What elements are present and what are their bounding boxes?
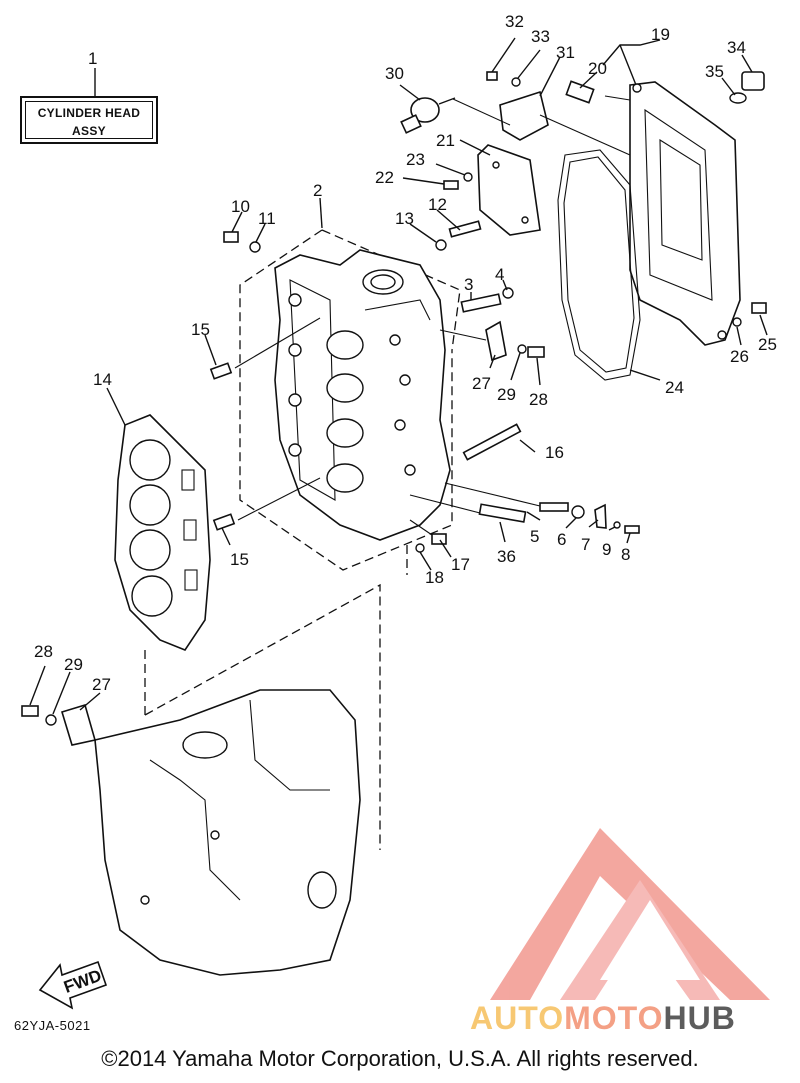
watermark-hub: HUB: [663, 1000, 736, 1036]
callout-11: 11: [258, 209, 276, 228]
watermark-logo: [490, 828, 770, 1000]
callout-24: 24: [665, 378, 684, 397]
bracket: [499, 90, 549, 141]
callout-13: 13: [395, 209, 414, 228]
title-line-2: ASSY: [72, 124, 106, 138]
callout-32: 32: [505, 12, 524, 31]
callout-18: 18: [425, 568, 444, 587]
fwd-arrow-icon: FWD: [38, 960, 108, 1010]
callout-16: 16: [545, 443, 564, 462]
callout-27-upper: 27: [472, 374, 491, 393]
callout-9: 9: [602, 540, 611, 559]
callout-5: 5: [530, 527, 539, 546]
title-box: CYLINDER HEAD ASSY: [20, 96, 158, 144]
callout-36: 36: [497, 547, 516, 566]
callout-6: 6: [557, 530, 566, 549]
leader-lines: [29, 37, 768, 715]
callout-28-upper: 28: [529, 390, 548, 409]
callout-22: 22: [375, 168, 394, 187]
callout-28-lower: 28: [34, 642, 53, 661]
callout-23: 23: [406, 150, 425, 169]
callout-31: 31: [556, 43, 575, 62]
callout-26: 26: [730, 347, 749, 366]
callout-7: 7: [581, 535, 590, 554]
assembly-dashed-lines: [144, 229, 461, 850]
cover-gasket: [557, 149, 641, 381]
callout-17: 17: [451, 555, 470, 574]
fitting: [400, 97, 456, 134]
title-line-1: CYLINDER HEAD: [37, 106, 141, 120]
head-cover: [629, 81, 741, 346]
callout-27-lower: 27: [92, 675, 111, 694]
callout-10: 10: [231, 197, 250, 216]
watermark-auto: AUTO: [470, 1000, 565, 1036]
hardware-parts: [21, 71, 767, 746]
callout-25: 25: [758, 335, 777, 354]
watermark-text: AUTOMOTOHUB: [470, 1000, 736, 1037]
callout-15-lower: 15: [230, 550, 249, 569]
callout-1: 1: [88, 49, 97, 68]
copyright-notice: ©2014 Yamaha Motor Corporation, U.S.A. A…: [101, 1046, 699, 1071]
callout-21: 21: [436, 131, 455, 150]
callout-34: 34: [727, 38, 746, 57]
callout-29-lower: 29: [64, 655, 83, 674]
callout-12: 12: [428, 195, 447, 214]
callout-30: 30: [385, 64, 404, 83]
callout-33: 33: [531, 27, 550, 46]
callout-3: 3: [464, 275, 473, 294]
watermark-moto: MOTO: [564, 1000, 664, 1036]
callout-8: 8: [621, 545, 630, 564]
callout-35: 35: [705, 62, 724, 81]
plate-gasket: [477, 144, 541, 236]
callout-20: 20: [588, 59, 607, 78]
callout-15-upper: 15: [191, 320, 210, 339]
callout-4: 4: [495, 265, 504, 284]
callout-numbers: 1 2 3 4 5 6 7 8 9 10 11 12 13 14 15 15 1…: [34, 12, 777, 694]
cylinder-head: [274, 249, 451, 541]
callout-14: 14: [93, 370, 112, 389]
diagram-code: 62YJA-5021: [14, 1018, 91, 1033]
callout-29-upper: 29: [497, 385, 516, 404]
callout-19: 19: [651, 25, 670, 44]
cylinder-block: [94, 689, 361, 976]
callout-2: 2: [313, 181, 322, 200]
head-gasket: [114, 414, 211, 651]
